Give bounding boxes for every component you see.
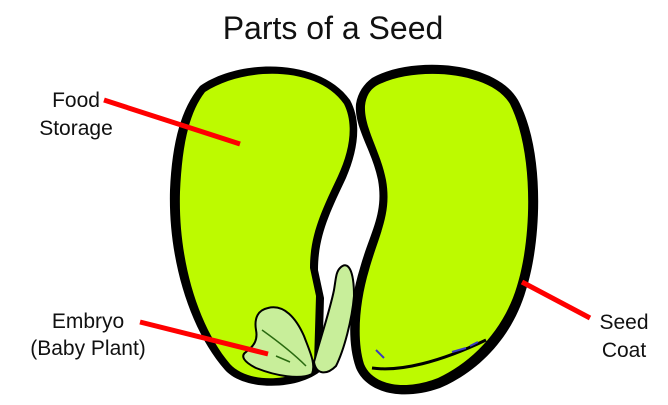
embryo-label-line2: (Baby Plant) (30, 337, 146, 360)
diagram-title: Parts of a Seed (223, 10, 444, 46)
seed-coat-label-line1: Seed (599, 311, 648, 334)
food-storage-label-line2: Storage (39, 117, 113, 140)
seed-coat-annotation: Seed Coat (522, 282, 649, 362)
food-storage-label-line1: Food (52, 89, 100, 112)
seed-coat-pointer (522, 282, 590, 318)
embryo-label-line1: Embryo (52, 310, 124, 333)
seed-coat-label-line2: Coat (602, 339, 647, 362)
right-cotyledon-fill (360, 74, 528, 385)
right-cotyledon (350, 65, 538, 395)
